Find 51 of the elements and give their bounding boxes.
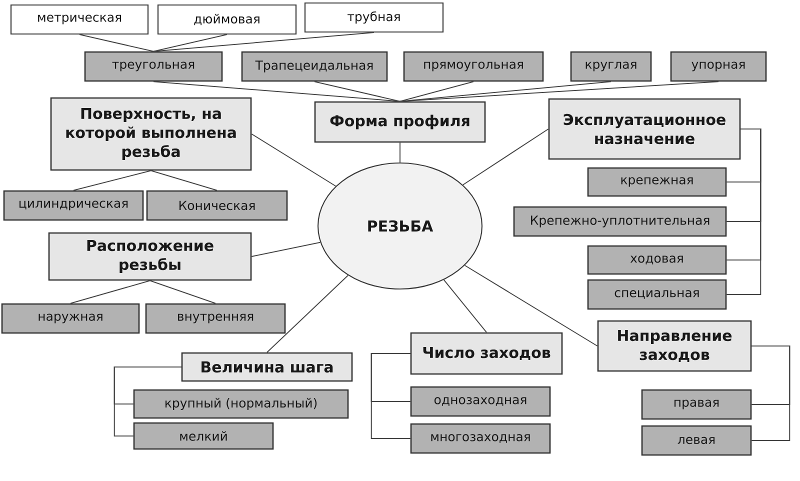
connector-line [400,81,474,102]
connector-line [400,81,612,102]
heading-box: Расположение резьбы [48,232,252,281]
heading-box: Форма профиля [314,101,486,143]
term-box: внутренняя [145,303,286,334]
connector-line [400,81,719,102]
heading-box: Величина шага [181,352,353,382]
term-box: крепежная [587,167,727,197]
term-box: мелкий [133,422,274,450]
term-box: левая [641,425,752,456]
connector-line [370,353,411,439]
term-box: Крепежно-уплотнительная [513,206,727,237]
term-box: правая [641,389,752,420]
connector-line [73,170,152,191]
connector-line [153,81,400,102]
term-box: крупный (нормальный) [133,389,349,419]
term-box: наружная [1,303,140,334]
connector-line [153,34,228,52]
connector-line [153,32,374,52]
term-box: круглая [570,51,652,82]
connector-line [443,279,487,333]
connector-line [70,280,150,304]
heading-box: Число заходов [410,332,563,375]
connector-line [150,280,216,304]
term-box: цилиндрическая [3,190,144,221]
connector-line [251,134,336,187]
term-box: ходовая [587,245,727,275]
term-box: трубная [304,2,444,33]
term-box: специальная [587,279,727,310]
term-box: метрическая [10,4,149,35]
connector-line [751,346,790,441]
term-box: однозаходная [410,386,551,417]
connector-line [462,128,549,186]
connector-line [726,128,762,295]
heading-box: Эксплуатационное назначение [548,98,741,160]
term-box: Трапецеидальная [241,51,388,82]
connector-line [114,366,182,436]
heading-box: Направление заходов [597,320,752,372]
term-box: Коническая [146,190,288,221]
term-box: прямоугольная [403,51,544,82]
connector-line [150,170,218,191]
connector-line [251,242,321,257]
connector-line [79,34,154,52]
term-box: дюймовая [157,4,297,35]
connector-line [464,264,598,346]
heading-box: Поверхность, на которой выполнена резьба [50,97,252,171]
term-box: треугольная [84,51,223,82]
term-box: упорная [670,51,767,82]
term-box: многозаходная [410,423,551,454]
connector-line [266,274,349,353]
connector-line [314,81,400,102]
